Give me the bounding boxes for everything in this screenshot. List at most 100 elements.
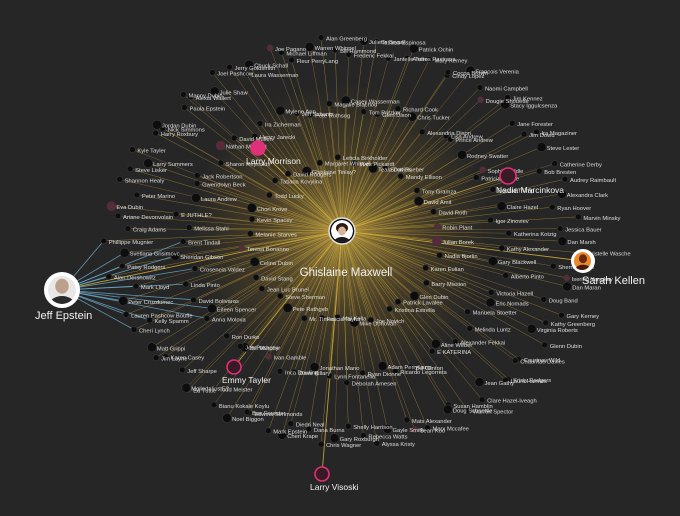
node[interactable] <box>203 315 211 322</box>
node[interactable] <box>191 192 201 203</box>
node[interactable] <box>304 41 315 52</box>
node[interactable] <box>472 174 480 181</box>
node[interactable] <box>238 244 246 252</box>
node[interactable] <box>536 142 547 152</box>
node[interactable] <box>373 439 381 447</box>
node[interactable] <box>549 262 557 270</box>
node[interactable] <box>247 230 254 237</box>
node[interactable] <box>119 262 126 270</box>
node[interactable] <box>345 51 353 58</box>
node[interactable] <box>207 303 217 314</box>
node[interactable] <box>562 281 573 292</box>
node[interactable] <box>360 108 368 115</box>
node[interactable] <box>243 408 251 416</box>
node[interactable] <box>407 363 415 371</box>
node[interactable] <box>258 285 266 292</box>
node[interactable] <box>487 256 498 267</box>
node[interactable] <box>252 273 260 281</box>
node[interactable] <box>430 208 437 215</box>
node[interactable] <box>556 188 567 199</box>
node[interactable] <box>563 274 571 282</box>
node[interactable] <box>409 290 420 301</box>
node[interactable] <box>526 323 537 334</box>
node[interactable] <box>478 396 486 404</box>
node[interactable] <box>105 273 113 280</box>
node[interactable] <box>122 311 130 318</box>
node[interactable] <box>551 160 559 167</box>
node[interactable] <box>334 153 342 161</box>
node[interactable] <box>464 407 472 415</box>
node[interactable] <box>540 296 548 303</box>
node[interactable] <box>359 35 369 46</box>
node[interactable] <box>444 68 452 76</box>
node[interactable] <box>349 317 360 328</box>
node[interactable] <box>452 338 459 346</box>
node[interactable] <box>442 404 453 415</box>
node[interactable] <box>170 250 181 261</box>
node[interactable] <box>248 215 256 223</box>
node[interactable] <box>502 376 509 384</box>
node[interactable] <box>474 377 485 387</box>
node[interactable] <box>191 265 199 272</box>
node[interactable] <box>381 165 389 172</box>
node[interactable] <box>215 140 226 151</box>
node[interactable] <box>343 379 351 386</box>
node[interactable] <box>182 280 190 288</box>
node[interactable] <box>386 305 393 313</box>
node[interactable] <box>132 282 140 290</box>
node[interactable] <box>251 132 259 140</box>
node[interactable] <box>301 166 312 176</box>
node[interactable] <box>181 104 188 111</box>
node[interactable] <box>119 247 130 258</box>
node[interactable] <box>575 213 582 221</box>
node[interactable] <box>152 129 159 137</box>
node[interactable] <box>465 65 476 76</box>
node[interactable] <box>344 422 352 430</box>
node[interactable] <box>447 135 454 143</box>
node[interactable] <box>243 70 250 78</box>
node[interactable] <box>558 311 565 319</box>
node[interactable] <box>542 319 550 327</box>
node[interactable] <box>318 314 326 322</box>
node[interactable] <box>129 146 136 153</box>
node[interactable] <box>394 105 402 112</box>
node[interactable] <box>464 308 471 316</box>
node[interactable] <box>360 432 367 439</box>
node[interactable] <box>430 338 441 349</box>
node[interactable] <box>222 412 232 423</box>
node[interactable] <box>485 297 496 308</box>
node[interactable] <box>133 191 141 199</box>
node[interactable] <box>541 341 549 349</box>
node[interactable] <box>502 272 510 279</box>
node[interactable] <box>179 238 187 245</box>
node[interactable] <box>249 256 260 267</box>
node[interactable] <box>271 177 279 184</box>
node[interactable] <box>505 229 513 237</box>
node[interactable] <box>309 362 320 372</box>
node[interactable] <box>535 167 543 175</box>
node[interactable] <box>305 425 313 433</box>
node[interactable] <box>180 91 187 98</box>
node[interactable] <box>520 130 528 138</box>
node[interactable] <box>190 296 197 304</box>
node[interactable] <box>404 54 411 62</box>
node[interactable] <box>391 367 399 375</box>
node[interactable] <box>382 423 393 434</box>
node[interactable] <box>561 175 569 183</box>
node[interactable] <box>265 353 272 360</box>
node[interactable] <box>146 316 153 324</box>
node[interactable] <box>106 201 117 212</box>
node[interactable] <box>500 99 511 110</box>
node[interactable] <box>487 216 494 224</box>
node[interactable] <box>424 424 431 432</box>
node[interactable] <box>433 223 441 230</box>
node[interactable] <box>288 56 295 64</box>
node[interactable] <box>511 357 519 364</box>
node[interactable] <box>179 366 186 374</box>
hub-node[interactable] <box>314 466 330 482</box>
node[interactable] <box>367 316 375 324</box>
node[interactable] <box>533 128 540 136</box>
node[interactable] <box>223 332 230 340</box>
node[interactable] <box>385 54 392 62</box>
node[interactable] <box>422 264 429 272</box>
